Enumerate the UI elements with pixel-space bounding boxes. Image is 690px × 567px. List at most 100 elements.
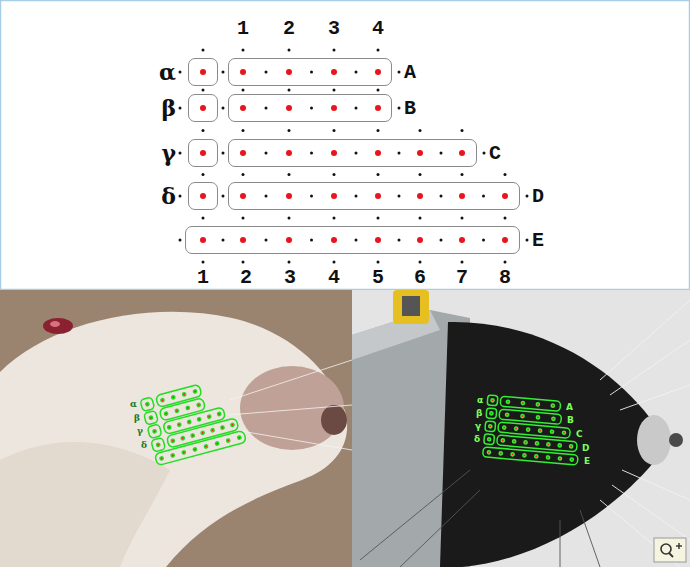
whisker-dot bbox=[286, 69, 292, 75]
overlay-dot bbox=[487, 438, 490, 441]
overlay-dot bbox=[204, 445, 208, 449]
whisker-dot bbox=[200, 193, 206, 199]
overlay-label: E bbox=[584, 456, 590, 466]
overlay-dot bbox=[487, 451, 490, 454]
small-dot bbox=[310, 152, 313, 155]
overlay-dot bbox=[193, 448, 197, 452]
column-number: 5 bbox=[372, 266, 384, 289]
column-number: 1 bbox=[237, 17, 249, 40]
small-dot bbox=[222, 107, 225, 110]
whisker-dot bbox=[240, 193, 246, 199]
whisker-row-box: β bbox=[188, 94, 218, 122]
column-number: 2 bbox=[283, 17, 295, 40]
small-dot bbox=[310, 239, 313, 242]
overlay-dot bbox=[499, 452, 502, 455]
overlay-dot bbox=[501, 439, 504, 442]
column-label: β bbox=[161, 95, 176, 121]
column-number: 3 bbox=[284, 266, 296, 289]
overlay-dot bbox=[491, 399, 494, 402]
overlay-dot bbox=[191, 434, 195, 438]
whisker-dot bbox=[459, 150, 465, 156]
whisker-dot bbox=[331, 105, 337, 111]
overlay-dot bbox=[193, 390, 197, 394]
overlay-dot bbox=[547, 443, 550, 446]
row-label: A bbox=[404, 61, 416, 84]
overlay-label: α bbox=[130, 399, 137, 409]
overlay-dot bbox=[505, 413, 508, 416]
overlay-label: β bbox=[476, 408, 482, 418]
row-label: B bbox=[404, 97, 416, 120]
overlay-label: δ bbox=[474, 434, 480, 444]
small-dot bbox=[482, 239, 485, 242]
small-dot bbox=[265, 71, 268, 74]
small-dot bbox=[419, 129, 422, 132]
overlay-dot bbox=[562, 431, 565, 434]
whisker-dot bbox=[417, 237, 423, 243]
overlay-dot bbox=[570, 458, 573, 461]
whisker-dot bbox=[286, 237, 292, 243]
whisker-row-box: δ bbox=[188, 182, 218, 210]
small-dot bbox=[333, 49, 336, 52]
overlay-dot bbox=[523, 454, 526, 457]
small-dot bbox=[526, 195, 529, 198]
small-dot bbox=[242, 173, 245, 176]
column-label: δ bbox=[161, 183, 176, 209]
overlay-dot bbox=[546, 456, 549, 459]
whisker-dot bbox=[417, 193, 423, 199]
overlay-dot bbox=[197, 417, 201, 421]
small-dot bbox=[398, 239, 401, 242]
rat-photo bbox=[0, 290, 352, 567]
overlay-dot bbox=[171, 453, 175, 457]
small-dot bbox=[504, 217, 507, 220]
small-dot bbox=[222, 152, 225, 155]
small-dot bbox=[355, 239, 358, 242]
overlay-dot bbox=[186, 406, 190, 410]
small-dot bbox=[377, 89, 380, 92]
small-dot bbox=[440, 239, 443, 242]
overlay-dot bbox=[502, 426, 505, 429]
column-label: α bbox=[159, 59, 176, 85]
overlay-label: A bbox=[566, 402, 573, 412]
overlay-dot bbox=[551, 404, 554, 407]
small-dot bbox=[288, 217, 291, 220]
small-dot bbox=[333, 217, 336, 220]
small-dot bbox=[333, 261, 336, 264]
row-label: C bbox=[489, 142, 501, 165]
whisker-dot bbox=[459, 193, 465, 199]
overlay-dot bbox=[171, 395, 175, 399]
small-dot bbox=[310, 195, 313, 198]
whisker-dots bbox=[179, 49, 529, 264]
overlay-dot bbox=[149, 416, 153, 420]
whisker-dot bbox=[286, 105, 292, 111]
small-dot bbox=[355, 107, 358, 110]
small-dot bbox=[288, 173, 291, 176]
column-number: 7 bbox=[456, 266, 468, 289]
overlay-dot bbox=[187, 420, 191, 424]
magnifier-icon bbox=[654, 538, 686, 562]
overlay-label: γ bbox=[137, 426, 143, 436]
whisker-dot bbox=[375, 105, 381, 111]
overlay-dot bbox=[221, 426, 225, 430]
small-dot bbox=[202, 261, 205, 264]
small-dot bbox=[377, 129, 380, 132]
small-dot bbox=[526, 239, 529, 242]
overlay-dot bbox=[207, 415, 211, 419]
column-number: 3 bbox=[328, 17, 340, 40]
overlay-dot bbox=[181, 436, 185, 440]
overlay-dot bbox=[489, 425, 492, 428]
small-dot bbox=[333, 129, 336, 132]
small-dot bbox=[179, 195, 182, 198]
whisker-dot bbox=[200, 237, 206, 243]
small-dot bbox=[288, 261, 291, 264]
small-dot bbox=[179, 152, 182, 155]
overlay-dot bbox=[177, 423, 181, 427]
whisker-dot bbox=[502, 193, 508, 199]
small-dot bbox=[461, 217, 464, 220]
overlay-dot bbox=[535, 442, 538, 445]
overlay-dot bbox=[506, 400, 509, 403]
small-dot bbox=[504, 261, 507, 264]
whisker-dot bbox=[502, 237, 508, 243]
whisker-dot bbox=[240, 105, 246, 111]
small-dot bbox=[202, 129, 205, 132]
